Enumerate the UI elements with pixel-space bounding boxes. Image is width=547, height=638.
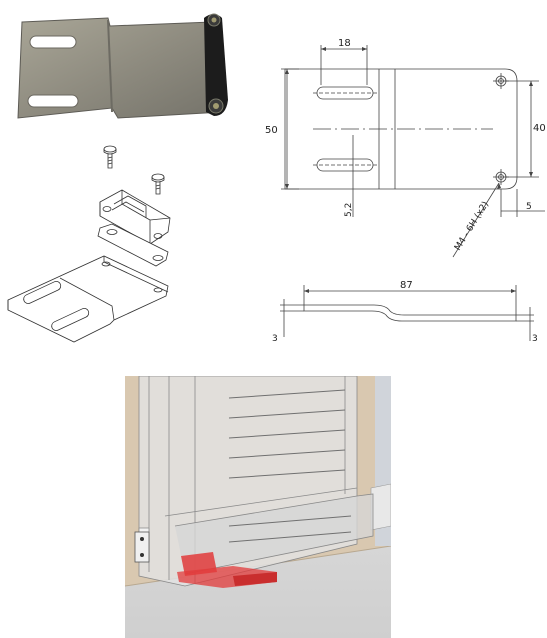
door-lines (228, 389, 352, 543)
floor (125, 546, 391, 638)
dim-slot-offset: 5,2 (344, 203, 354, 217)
bend-line (107, 19, 113, 113)
exploded-view (0, 140, 250, 360)
slot-upper (29, 35, 77, 49)
dim-length: 87 (400, 280, 413, 291)
side-profile (303, 304, 517, 322)
dim-slot-spacing: 18 (338, 38, 351, 49)
dim-height: 50 (265, 125, 278, 136)
screw-2 (151, 173, 165, 195)
side-bracket (134, 531, 150, 563)
highlighted-bracket (177, 552, 277, 588)
rubber-pad (204, 14, 228, 116)
dim-hole-edge: 5 (526, 202, 532, 212)
rubber-block (99, 189, 171, 245)
slot-lower (27, 94, 79, 108)
screw-1 (103, 145, 117, 169)
glass-door (138, 376, 374, 587)
thread-note: M4 - 6H (x2) (453, 200, 491, 253)
installation-illustration (125, 376, 391, 638)
top-view-drawing: 18 50 40 5,2 5 M4 - 6H (x2) (255, 25, 547, 275)
dim-hole-spacing: 40 (533, 123, 546, 134)
dim-left-thickness: 3 (272, 334, 278, 344)
base-bracket (7, 255, 169, 343)
dim-right-thickness: 3 (532, 334, 538, 344)
product-photo (0, 0, 250, 140)
side-view-drawing: 87 3 3 (268, 275, 547, 345)
spacer-plate (97, 223, 169, 267)
